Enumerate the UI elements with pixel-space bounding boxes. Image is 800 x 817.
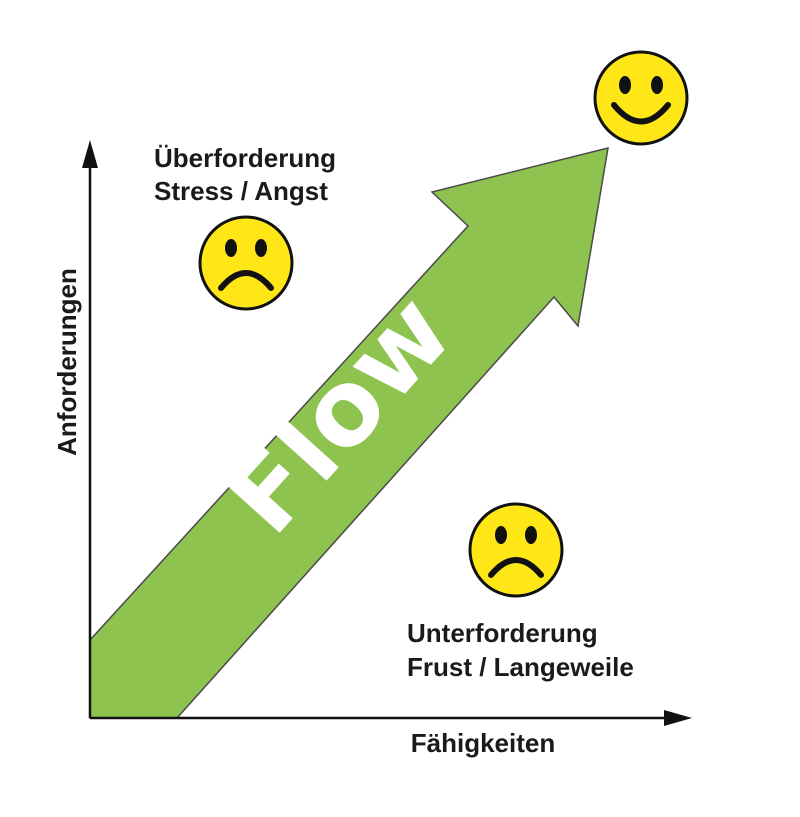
axes <box>82 140 692 726</box>
x-axis-label: Fähigkeiten <box>411 728 555 758</box>
underload-title: Unterforderung <box>407 618 598 648</box>
overload-subtitle: Stress / Angst <box>154 176 328 206</box>
sad-face-icon <box>198 215 294 311</box>
underload-subtitle: Frust / Langeweile <box>407 652 634 682</box>
x-axis-arrowhead <box>664 710 692 726</box>
y-axis-label: Anforderungen <box>52 268 82 456</box>
happy-face-icon <box>593 50 689 146</box>
overload-title: Überforderung <box>154 143 336 173</box>
sad-face-icon <box>468 502 564 598</box>
y-axis-arrowhead <box>82 140 98 168</box>
